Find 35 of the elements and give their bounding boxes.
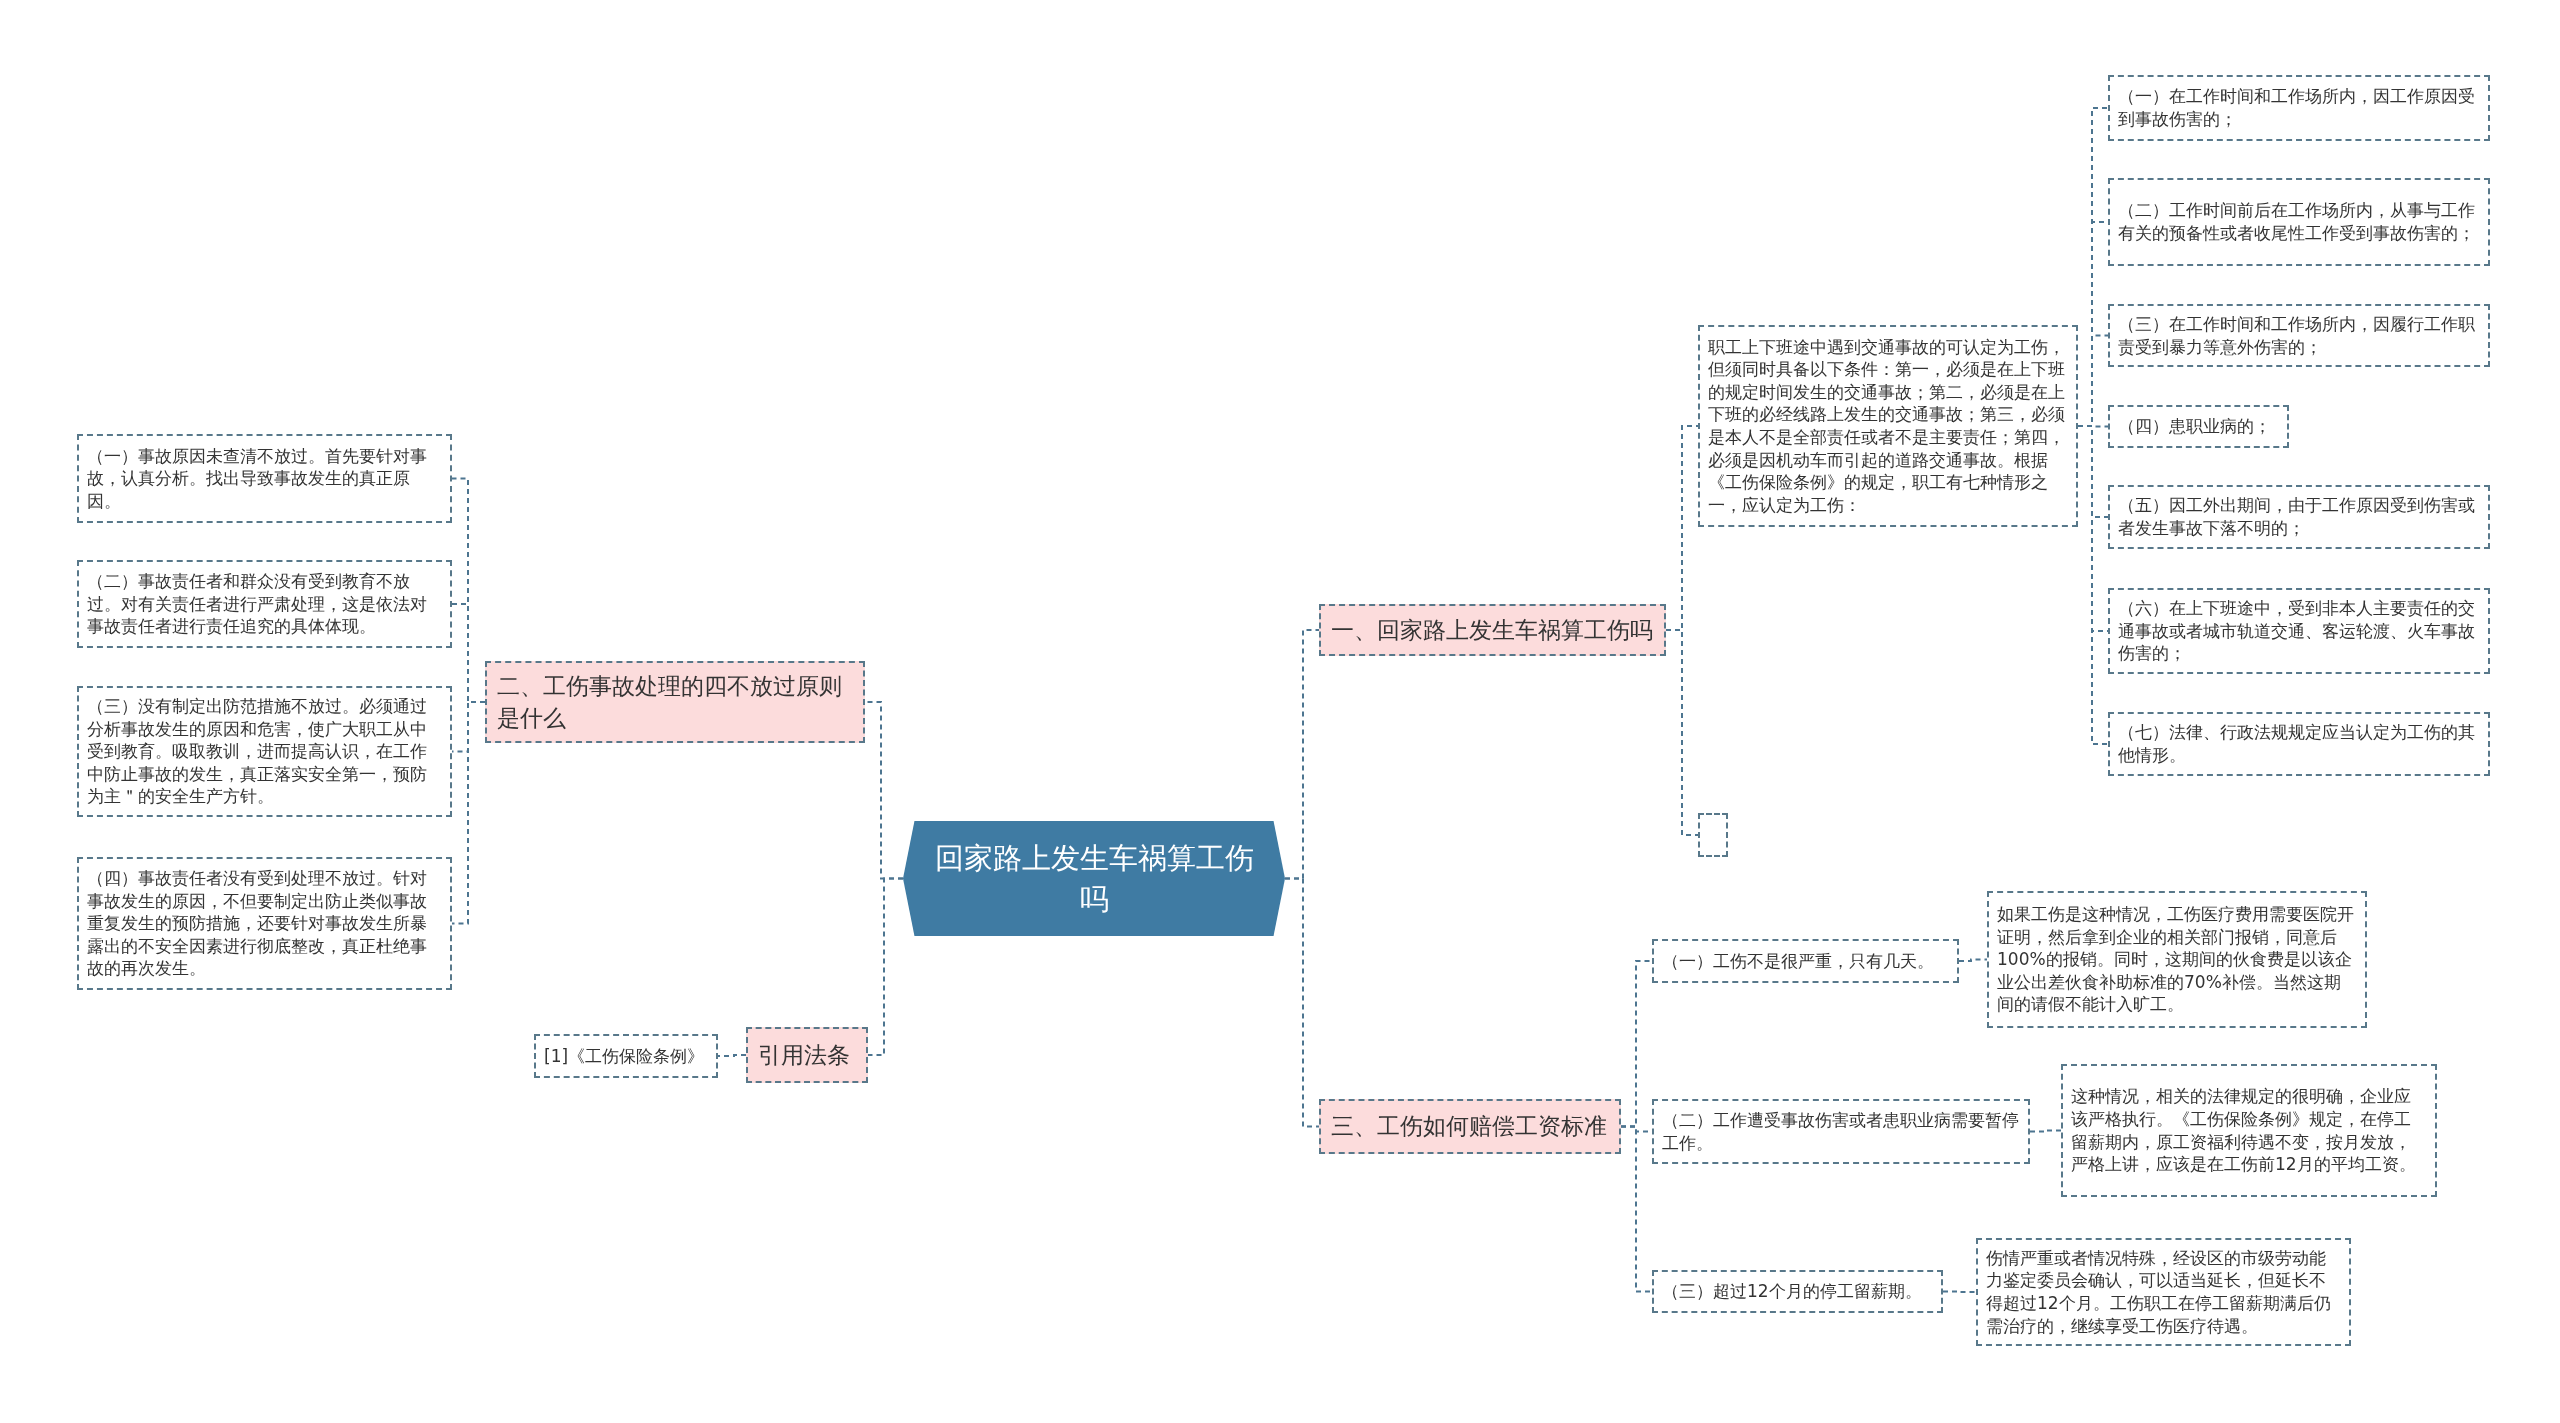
text-box: 伤情严重或者情况特殊，经设区的市级劳动能力鉴定委员会确认，可以适当延长，但延长不得超过12个月。工伤职工在停工留薪期满后仍需治疗的，继续享受工伤医疗待遇。 [1976, 1238, 2351, 1346]
connector-line [717, 1054, 747, 1057]
empty-box [1698, 813, 1728, 857]
text-box: （五）因工外出期间，由于工作原因受到伤害或者发生事故下落不明的； [2108, 485, 2490, 549]
text-box: （三）超过12个月的停工留薪期。 [1652, 1270, 1943, 1313]
connector-line [2077, 425, 2109, 745]
connector-line [2029, 1129, 2062, 1133]
text-box: （四）患职业病的； [2108, 405, 2289, 448]
text-box: （二）事故责任者和群众没有受到教育不放过。对有关责任者进行严肃处理，这是依法对事故责任者进行责任追究的具体体现。 [77, 560, 452, 648]
connector-line [451, 701, 486, 925]
text-box: （一）在工作时间和工作场所内，因工作原因受到事故伤害的； [2108, 75, 2490, 141]
central-topic: 回家路上发生车祸算工伤吗 [903, 821, 1285, 936]
connector-line [1958, 958, 1988, 962]
connector-line [1620, 1125, 1653, 1293]
text-box: （六）在上下班途中，受到非本人主要责任的交通事故或者城市轨道交通、客运轮渡、火车事故伤害的； [2108, 588, 2490, 674]
text-box: （七）法律、行政法规规定应当认定为工伤的其他情形。 [2108, 712, 2490, 776]
text-box: （四）事故责任者没有受到处理不放过。针对事故发生的原因，不但要制定出防止类似事故重复发生的预防措施，还要针对事故发生所暴露出的不安全因素进行彻底整改，真正杜绝事故的再次发生。 [77, 857, 452, 990]
text-box: （二）工作遭受事故伤害或者患职业病需要暂停工作。 [1652, 1099, 2030, 1164]
text-box: （一）工伤不是很严重，只有几天。 [1652, 939, 1959, 983]
text-box: （三）在工作时间和工作场所内，因履行工作职责受到暴力等意外伤害的； [2108, 304, 2490, 367]
topic-box: 引用法条 [746, 1027, 868, 1083]
text-box: [1]《工伤保险条例》 [534, 1034, 718, 1078]
text-box: 职工上下班途中遇到交通事故的可认定为工伤，但须同时具备以下条件：第一，必须是在上下班的规定时间发生的交通事故；第二，必须是在上下班的必经线路上发生的交通事故；第三，必须是本人不是全部责任或者不是主要责任；第四，必须是因机动车而引起的道路交通事故。根据《工伤保险条例》的规定，职工有七种情形之一，应认定为工伤： [1698, 325, 2078, 527]
topic-box: 二、工伤事故处理的四不放过原则是什么 [485, 661, 865, 743]
text-box: （三）没有制定出防范措施不放过。必须通过分析事故发生的原因和危害，使广大职工从中受到教育。吸取教训，进而提高认识，在工作中防止事故的发生，真正落实安全第一，预防为主＂的安全生产方针。 [77, 686, 452, 817]
connector-line [1665, 629, 1699, 836]
text-box: （二）工作时间前后在工作场所内，从事与工作有关的预备性或者收尾性工作受到事故伤害的； [2108, 178, 2490, 266]
connector-line [1284, 877, 1320, 1128]
connector-line [867, 877, 904, 1056]
topic-box: 一、回家路上发生车祸算工伤吗 [1319, 604, 1666, 656]
connector-line [1942, 1290, 1977, 1293]
topic-box: 三、工伤如何赔偿工资标准 [1319, 1099, 1621, 1154]
text-box: 这种情况，相关的法律规定的很明确，企业应该严格执行。《工伤保险条例》规定，在停工留薪期内，原工资福利待遇不变，按月发放，严格上讲，应该是在工伤前12月的平均工资。 [2061, 1064, 2437, 1197]
text-box: 如果工伤是这种情况，工伤医疗费用需要医院开证明，然后拿到企业的相关部门报销，同意后100%的报销。同时，这期间的伙食费是以该企业公出差伙食补助标准的70%补偿。当然这期间的请假不能计入旷工。 [1987, 891, 2367, 1028]
text-box: （一）事故原因未查清不放过。首先要针对事故，认真分析。找出导致事故发生的真正原因。 [77, 434, 452, 523]
